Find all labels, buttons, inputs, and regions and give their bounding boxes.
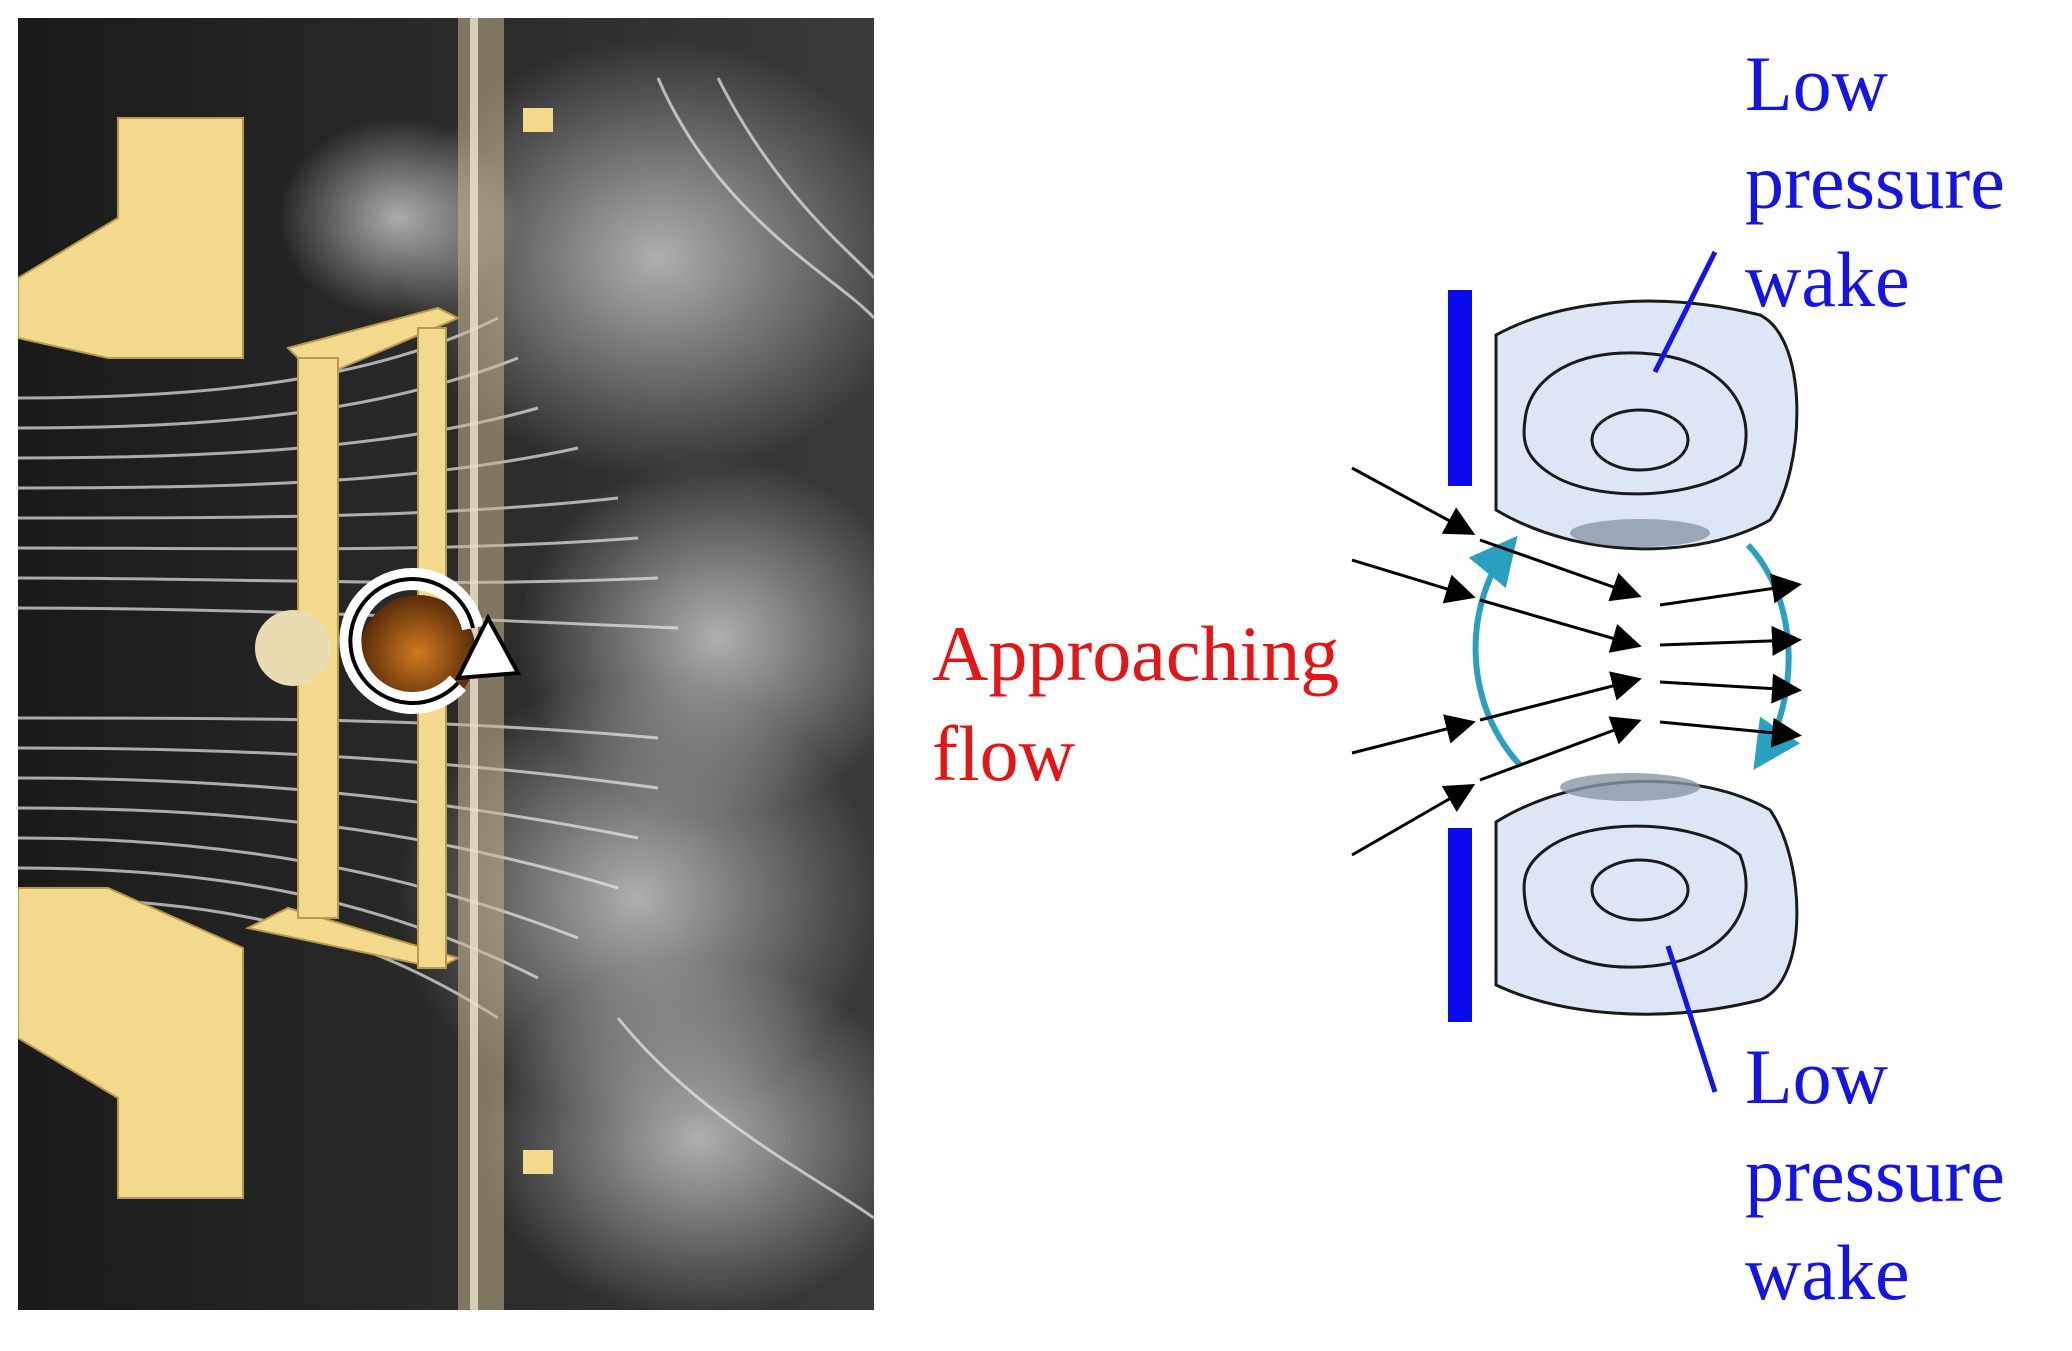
plate-top (1448, 290, 1472, 486)
top-wake-line-2: pressure (1745, 138, 2005, 225)
flow-arrows (1351, 466, 1802, 857)
leader-line-top (1652, 250, 1718, 374)
bottom-wake-vortex (1494, 773, 1799, 1016)
wooden-fixture (18, 117, 461, 1199)
flow-visualization-photo (18, 18, 874, 1310)
rotation-arrow-icon (339, 568, 522, 715)
bottom-wake-label: Low pressure wake (1745, 1033, 2024, 1316)
top-wake-line-1: Low (1745, 40, 1888, 127)
plate-bottom (1448, 828, 1472, 1022)
bottom-wake-line-1: Low (1745, 1033, 1888, 1120)
turbine-hub (255, 610, 331, 686)
bottom-wake-line-3: wake (1745, 1229, 1910, 1316)
leader-line-bottom (1665, 945, 1718, 1093)
approaching-line-2: flow (932, 710, 1075, 797)
approaching-line-1: Approaching (932, 610, 1339, 697)
recirculation-arrows (1468, 535, 1800, 770)
top-wake-vortex (1494, 299, 1799, 551)
top-wake-label: Low pressure wake (1745, 40, 2024, 323)
bottom-wake-line-2: pressure (1745, 1131, 2005, 1218)
top-wake-line-3: wake (1745, 236, 1910, 323)
approaching-flow-label: Approaching flow (932, 610, 1359, 797)
